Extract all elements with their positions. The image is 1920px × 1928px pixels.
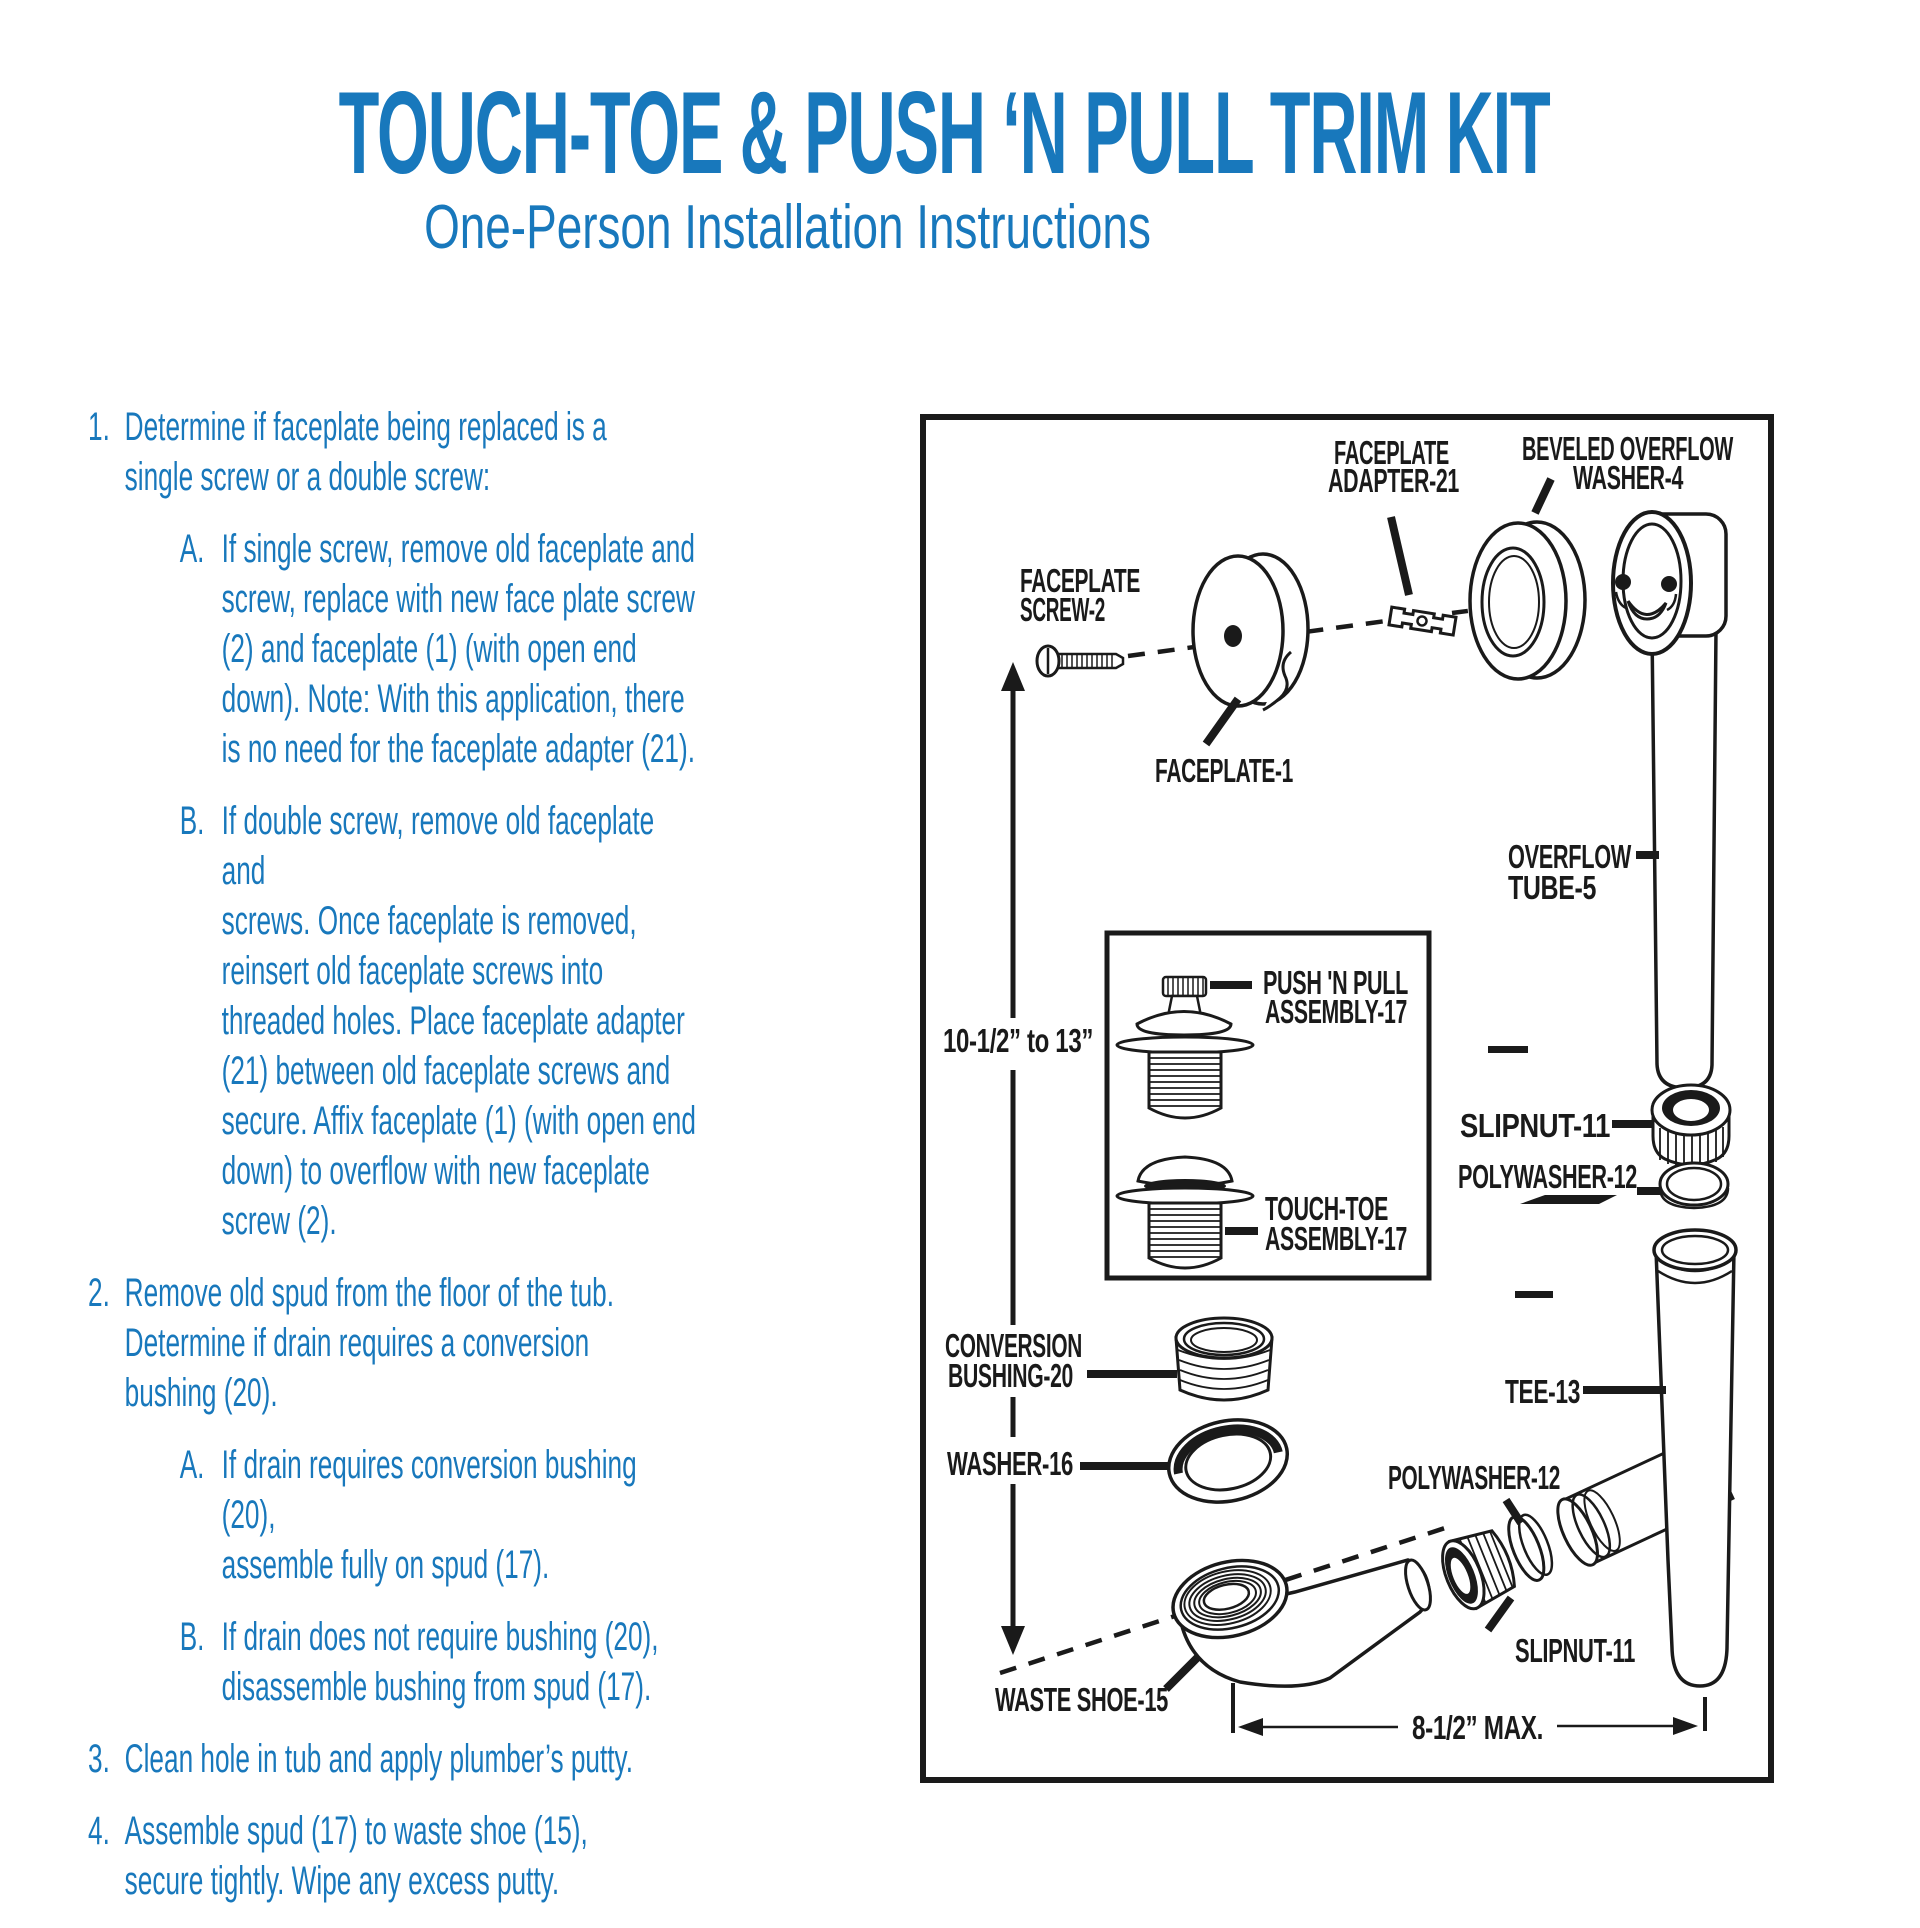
faceplate-drawing (1191, 552, 1310, 712)
label-washer-16: WASHER-16 (947, 1445, 1073, 1482)
instruction-item-2: 2. Remove old spud from the floor of the… (88, 1268, 697, 1712)
tee-13-drawing (1652, 1228, 1738, 1688)
item-text: Determine if faceplate being replaced is… (124, 405, 607, 499)
diagram-border (920, 414, 1774, 1783)
alignment-dash-line-bottom (999, 1525, 1446, 1676)
sub-text: If drain requires conversion bushing (20… (221, 1443, 637, 1587)
overflow-tube-drawing (1611, 510, 1728, 1090)
instruction-sub-2b: B. If drain does not require bushing (20… (180, 1612, 697, 1712)
parts-diagram: FACEPLATE SCREW-2 FACEPLATE ADAPTER-21 B… (900, 400, 1800, 1800)
label-slipnut-bottom: SLIPNUT-11 (1515, 1632, 1635, 1669)
sub-text: If single screw, remove old faceplate an… (221, 527, 695, 771)
item-number: 3. (88, 1737, 110, 1781)
sub-letter: B. (179, 799, 205, 843)
label-conversion-bushing-line2: BUSHING-20 (948, 1357, 1073, 1394)
label-faceplate-adapter-line2: ADAPTER-21 (1328, 462, 1459, 499)
washer-16-drawing (1166, 1418, 1290, 1504)
label-overflow-tube-line2: TUBE-5 (1508, 869, 1596, 906)
touch-toe-assembly-drawing (1115, 1155, 1255, 1270)
tick-mark-lower (1515, 1291, 1553, 1298)
assembly-inset-box (1104, 930, 1432, 1281)
conversion-bushing-drawing (1174, 1316, 1274, 1402)
instruction-sub-1b: B. If double screw, remove old faceplate… (180, 796, 697, 1246)
slipnut-11-bottom-drawing (1441, 1529, 1516, 1611)
vertical-dimension-line (1001, 662, 1025, 1655)
item-text: Assemble spud (17) to waste shoe (15), s… (124, 1809, 588, 1903)
label-tee-13: TEE-13 (1505, 1373, 1580, 1410)
label-faceplate-1: FACEPLATE-1 (1155, 752, 1293, 789)
label-waste-shoe: WASTE SHOE-15 (995, 1681, 1168, 1718)
item-number: 4. (88, 1809, 110, 1853)
label-push-n-pull-line1: PUSH 'N PULL (1263, 964, 1408, 1001)
item-number: 1. (88, 405, 110, 449)
faceplate-screw-drawing (1035, 644, 1125, 678)
sub-text: If drain does not require bushing (20), … (221, 1615, 659, 1709)
item-number: 2. (88, 1271, 110, 1315)
item-text: Clean hole in tub and apply plumber’s pu… (124, 1737, 634, 1781)
instruction-item-1: 1. Determine if faceplate being replaced… (88, 402, 697, 1246)
item-text: Remove old spud from the floor of the tu… (124, 1271, 615, 1415)
label-touch-toe-line1: TOUCH-TOE (1265, 1190, 1388, 1227)
label-beveled-overflow-line2: WASHER-4 (1573, 459, 1684, 496)
label-slipnut-right: SLIPNUT-11 (1460, 1107, 1610, 1144)
label-faceplate-screw-line2: SCREW-2 (1020, 591, 1105, 628)
page-title: TOUCH-TOE & PUSH ‘N PULL TRIM KIT (338, 67, 1551, 198)
instruction-list: 1. Determine if faceplate being replaced… (88, 402, 697, 1928)
push-n-pull-assembly-drawing (1115, 975, 1255, 1120)
sub-letter: A. (179, 1443, 205, 1487)
label-polywasher-right: POLYWASHER-12 (1458, 1158, 1637, 1195)
label-faceplate-adapter-line1: FACEPLATE (1334, 434, 1449, 471)
label-push-n-pull-line2: ASSEMBLY-17 (1265, 993, 1407, 1030)
label-faceplate-screw-line1: FACEPLATE (1020, 562, 1140, 599)
faceplate-adapter-drawing (1387, 605, 1458, 637)
waste-shoe-drawing (1171, 1558, 1432, 1688)
instruction-item-3: 3. Clean hole in tub and apply plumber’s… (88, 1734, 697, 1784)
horizontal-dimension-line (1231, 1683, 1707, 1736)
tick-mark-upper (1488, 1046, 1528, 1053)
sub-text: If double screw, remove old faceplate an… (221, 799, 696, 1243)
label-dimension-vertical: 10-1/2” to 13” (943, 1022, 1093, 1059)
beveled-overflow-washer-drawing (1468, 520, 1587, 681)
label-polywasher-bottom: POLYWASHER-12 (1388, 1459, 1560, 1496)
instruction-item-4: 4. Assemble spud (17) to waste shoe (15)… (88, 1806, 697, 1906)
slipnut-11-right-drawing (1650, 1083, 1732, 1167)
polywasher-12-right-drawing (1658, 1161, 1730, 1210)
instruction-sub-1a: A. If single screw, remove old faceplate… (180, 524, 697, 774)
sub-letter: B. (179, 1615, 205, 1659)
label-touch-toe-line2: ASSEMBLY-17 (1265, 1220, 1407, 1257)
label-overflow-tube-line1: OVERFLOW (1508, 838, 1632, 875)
callout-lines (1080, 477, 1666, 1692)
page-subtitle: One-Person Installation Instructions (424, 193, 1151, 262)
instruction-sub-2a: A. If drain requires conversion bushing … (180, 1440, 697, 1590)
label-conversion-bushing-line1: CONVERSION (945, 1327, 1082, 1364)
label-dimension-horizontal: 8-1/2” MAX. (1412, 1709, 1543, 1746)
label-beveled-overflow-line1: BEVELED OVERFLOW (1522, 430, 1734, 467)
sub-letter: A. (179, 527, 205, 571)
